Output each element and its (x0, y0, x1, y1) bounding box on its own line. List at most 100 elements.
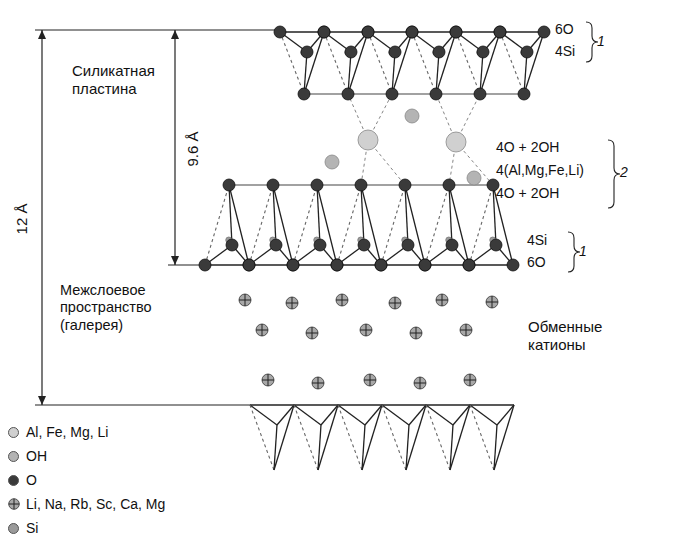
legend-text: Li, Na, Rb, Sc, Ca, Mg (26, 496, 165, 512)
oxygen-atom (406, 26, 418, 38)
exchange-cation-cross (420, 377, 421, 389)
tetrahedron-edge (470, 404, 514, 405)
tetrahedron-edge (324, 32, 348, 94)
legend-text: Al, Fe, Mg, Li (26, 424, 108, 440)
oxygen-atom (443, 179, 455, 191)
legend-swatch (8, 427, 19, 438)
tetrahedron-edge (494, 405, 514, 470)
tetrahedron-edge (338, 405, 365, 425)
oxygen-atom (450, 26, 462, 38)
exchange-cation-cross (370, 374, 371, 386)
tetrahedron-edge (368, 32, 392, 94)
oxygen-atom (362, 26, 374, 38)
tetrahedron-edge (274, 425, 277, 470)
tetrahedron-edge (348, 32, 368, 94)
exchange-cation (239, 294, 251, 306)
oxygen-atom (243, 259, 255, 271)
octahedron-edge (348, 93, 392, 94)
oxygen-atom (331, 259, 343, 271)
exchange-cation-cross (262, 324, 263, 336)
tetrahedron-edge (273, 185, 276, 245)
tetrahedron-edge (294, 404, 338, 405)
dimension-line (35, 404, 250, 405)
oxygen-atom (490, 239, 502, 251)
exchange-cation-cross (492, 296, 493, 308)
octahedron-edge (304, 93, 348, 94)
oxygen-atom (267, 179, 279, 191)
tetrahedron-edge (368, 31, 412, 32)
oxygen-atom (518, 88, 530, 100)
oxygen-atom (446, 239, 458, 251)
oxygen-atom (375, 259, 387, 271)
oxygen-atom (430, 88, 442, 100)
tetrahedron-edge (500, 31, 544, 32)
tetrahedron-edge (426, 405, 453, 425)
composition-label: 4Si (555, 43, 575, 60)
layer-label: Межслоевое пространство (галерея) (60, 282, 168, 334)
dimension-label: 9.6 Å (184, 112, 202, 186)
tetrahedron-edge (337, 264, 381, 265)
exchange-cation (486, 296, 498, 308)
exchange-cation-cross (342, 294, 343, 306)
tetrahedron-edge (250, 405, 274, 470)
tetrahedron-edge (392, 32, 412, 94)
exchange-cation-cross (466, 324, 467, 336)
tetrahedron-edge (317, 185, 337, 265)
tetrahedron-edge (493, 185, 496, 245)
exchange-cation (312, 377, 324, 389)
tetrahedron-edge (249, 264, 293, 265)
legend-row: Li, Na, Rb, Sc, Ca, Mg (8, 494, 165, 514)
composition-label: 4(Al,Mg,Fe,Li) (496, 162, 584, 179)
tetrahedron-edge (205, 264, 249, 265)
legend-swatch (8, 523, 19, 534)
oxygen-atom (223, 179, 235, 191)
tetrahedron-edge (205, 185, 229, 265)
tetrahedron-edge (449, 185, 452, 245)
hydroxyl-group (467, 171, 481, 185)
tetrahedron-edge (304, 32, 324, 94)
cation-label: Обменные катионы (528, 318, 628, 354)
oxygen-atom (287, 259, 299, 271)
callout-number: 1 (597, 33, 605, 50)
oxygen-atom (287, 259, 299, 271)
oxygen-atom (314, 239, 326, 251)
composition-label: 6O (527, 254, 546, 271)
exchange-cation (306, 327, 318, 339)
tetrahedron-edge (469, 264, 513, 265)
oxygen-atom (450, 26, 462, 38)
legend-text: O (26, 472, 37, 488)
oxygen-atom (419, 259, 431, 271)
oxygen-atom (494, 26, 506, 38)
oxygen-atom (463, 259, 475, 271)
layer-label: Силикатная пластина (72, 62, 168, 98)
oxygen-atom (301, 46, 313, 58)
tetrahedron-edge (500, 32, 524, 94)
tetrahedron-edge (449, 185, 469, 265)
oxygen-atom (342, 88, 354, 100)
tetrahedron-edge (470, 405, 497, 425)
legend-row: OH (8, 446, 47, 466)
oxygen-atom (402, 239, 414, 251)
exchange-cation-cross (318, 377, 319, 389)
composition-label: 4O + 2OH (496, 185, 559, 202)
tetrahedron-edge (426, 405, 450, 470)
octahedral-cation (446, 132, 466, 152)
octahedron-edge (361, 184, 405, 185)
exchange-cation-cross (442, 294, 443, 306)
exchange-cation (460, 324, 472, 336)
tetrahedron-edge (450, 405, 470, 470)
oxygen-atom (507, 259, 519, 271)
tetrahedron-edge (280, 31, 324, 32)
octahedron-edge (317, 184, 361, 185)
tetrahedron-edge (337, 185, 361, 265)
tetrahedron-edge (273, 185, 293, 265)
bracket (586, 22, 598, 62)
tetrahedron-edge (361, 185, 381, 265)
exchange-cation-cross (395, 297, 396, 309)
oxygen-atom (355, 179, 367, 191)
bracket (568, 232, 580, 272)
tetrahedron-edge (317, 185, 320, 245)
tetrahedron-edge (294, 405, 318, 470)
tetrahedron-edge (293, 264, 337, 265)
tetrahedron-edge (412, 31, 456, 32)
